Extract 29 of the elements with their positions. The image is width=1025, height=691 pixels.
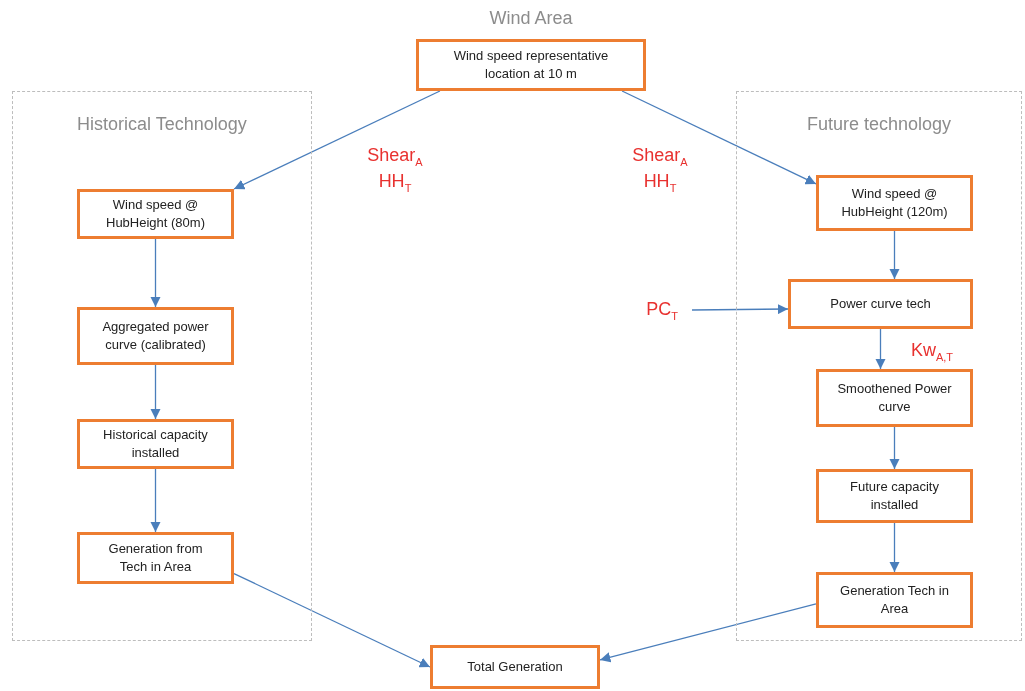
arrow	[889, 522, 900, 573]
process-box: Aggregated power curve (calibrated)	[77, 307, 234, 365]
process-box: Power curve tech	[788, 279, 973, 329]
arrow	[233, 90, 441, 190]
arrow	[621, 90, 817, 185]
panel-heading: Future technology	[805, 114, 953, 135]
arrow	[599, 603, 817, 663]
arrow	[889, 426, 900, 470]
process-box: Wind speed representative location at 10 m	[416, 39, 646, 91]
process-box: Generation from Tech in Area	[77, 532, 234, 584]
process-box: Future capacity installed	[816, 469, 973, 523]
arrow	[150, 238, 161, 308]
process-box: Historical capacity installed	[77, 419, 234, 469]
process-box: Wind speed @ HubHeight (80m)	[77, 189, 234, 239]
area-heading: Wind Area	[488, 8, 574, 29]
arrow	[150, 468, 161, 533]
group-panel	[736, 91, 1022, 641]
process-box: Generation Tech in Area	[816, 572, 973, 628]
arrow	[691, 303, 789, 315]
arrow	[889, 230, 900, 280]
process-box: Total Generation	[430, 645, 600, 689]
panel-heading: Historical Technology	[76, 114, 248, 135]
process-box: Wind speed @ HubHeight (120m)	[816, 175, 973, 231]
arrow	[150, 364, 161, 420]
group-panel	[12, 91, 312, 641]
arrow	[233, 572, 431, 668]
arrow	[875, 328, 886, 370]
process-box: Smoothened Power curve	[816, 369, 973, 427]
input-label: PC$_{T}$	[632, 293, 692, 327]
